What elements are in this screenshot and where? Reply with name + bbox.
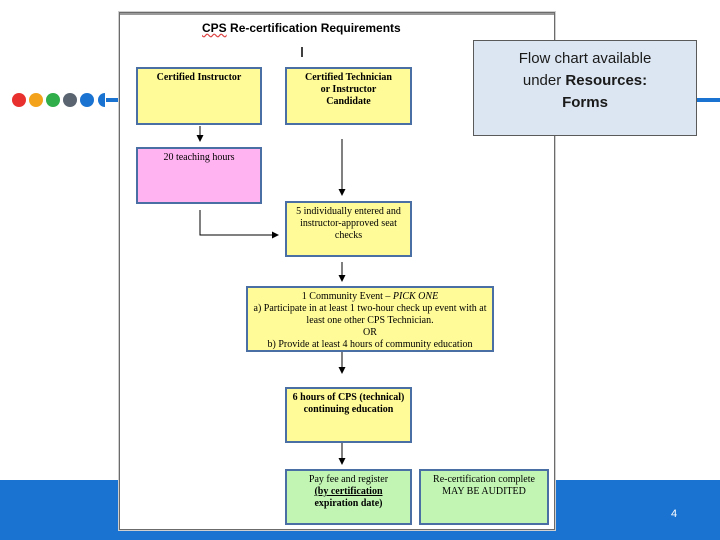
accent-line-right <box>697 98 720 102</box>
title-rest: Re-certification Requirements <box>226 21 401 35</box>
dot-orange <box>29 93 43 107</box>
dot-green <box>46 93 60 107</box>
box-recertification-complete: Re-certification complete MAY BE AUDITED <box>419 469 549 525</box>
box-pay-fee: Pay fee and register (by certification e… <box>285 469 412 525</box>
dot-red <box>12 93 26 107</box>
box-seat-checks: 5 individually entered and instructor-ap… <box>285 201 412 257</box>
box-certified-instructor: Certified Instructor <box>136 67 262 125</box>
dot-blue <box>80 93 94 107</box>
title-prefix: CPS <box>202 21 227 35</box>
document-title: CPS Re-certification Requirements <box>202 21 401 35</box>
dot-gray <box>63 93 77 107</box>
resources-callout: Flow chart available under Resources: Fo… <box>473 40 697 136</box>
dot-blue-half <box>98 93 105 107</box>
box-certified-technician: Certified Technician or Instructor Candi… <box>285 67 412 125</box>
accent-line-left <box>106 98 120 102</box>
box-teaching-hours: 20 teaching hours <box>136 147 262 204</box>
flow-arrows <box>196 47 346 465</box>
page-number: 4 <box>670 508 678 520</box>
arrow-teaching-to-seat-checks <box>199 210 279 239</box>
box-continuing-education: 6 hours of CPS (technical) continuing ed… <box>285 387 412 443</box>
document-top-rule <box>120 13 554 15</box>
box-community-event: 1 Community Event – PICK ONE a) Particip… <box>246 286 494 352</box>
